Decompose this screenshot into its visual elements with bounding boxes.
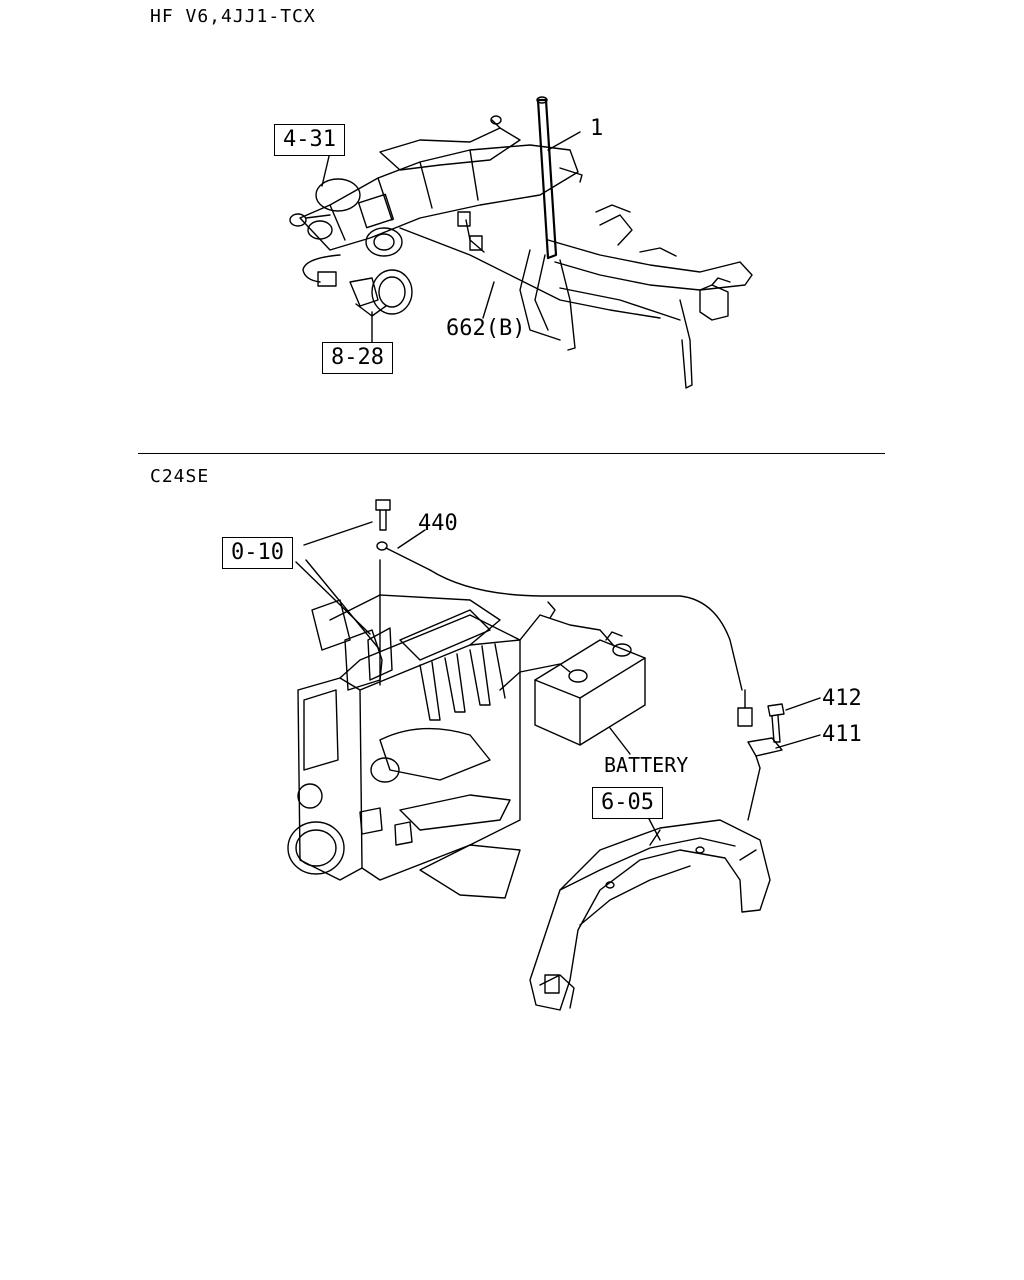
callout-part-662b[interactable]: 662(B): [446, 316, 526, 341]
earth-cable: [375, 499, 785, 769]
ref-box-8-28[interactable]: 8-28: [322, 342, 393, 374]
ref-box-6-05[interactable]: 6-05: [592, 787, 663, 819]
ref-box-4-31[interactable]: 4-31: [274, 124, 345, 156]
top-leader-lines: [321, 131, 581, 346]
ref-box-0-10[interactable]: 0-10: [222, 537, 293, 569]
section-divider: [138, 453, 885, 454]
callout-part-440[interactable]: 440: [418, 511, 458, 536]
callout-part-412[interactable]: 412: [822, 686, 862, 711]
bottom-section-caption: C24SE: [150, 466, 210, 487]
engine-block: [287, 594, 521, 899]
top-section-caption: HF V6,4JJ1-TCX: [150, 6, 316, 27]
steering-column-assembly: [289, 115, 583, 317]
callout-part-411[interactable]: 411: [822, 722, 862, 747]
wiring-harness: [302, 96, 753, 389]
wheel-house-liner: [529, 819, 771, 1011]
callout-part-1[interactable]: 1: [590, 116, 604, 141]
bottom-leader-lines: [295, 521, 821, 841]
battery: [499, 601, 646, 746]
battery-label: BATTERY: [604, 753, 689, 777]
